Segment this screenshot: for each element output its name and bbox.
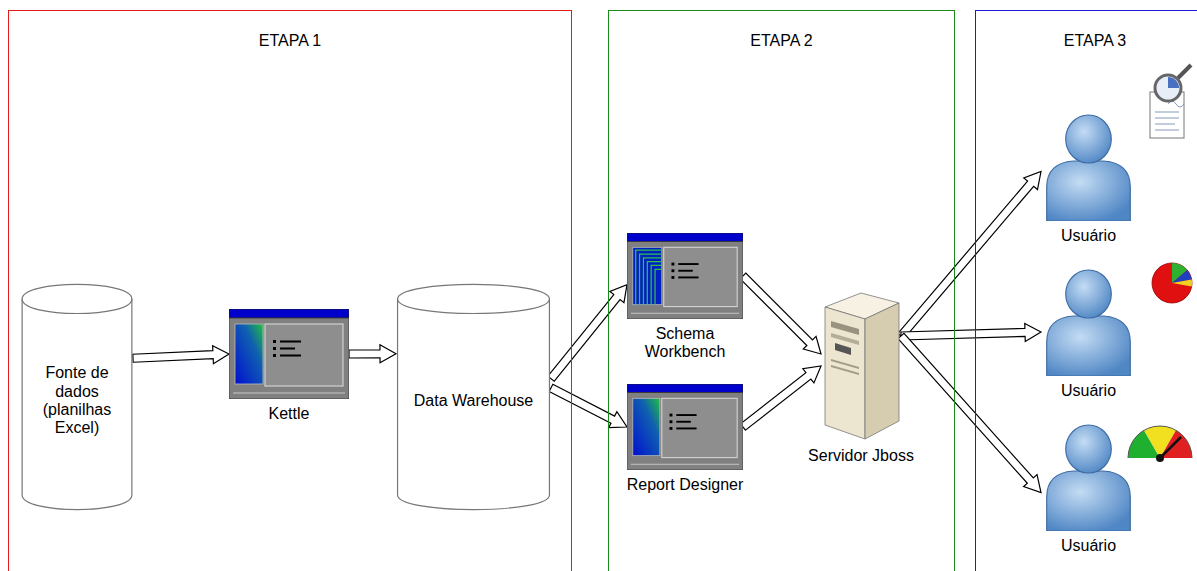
node-label: Data Warehouse [404, 305, 543, 497]
block-arrow [898, 333, 1041, 492]
node-label: Usuário [1034, 227, 1144, 245]
database-cylinder: Data Warehouse [396, 283, 551, 511]
tool-window: Kettle [229, 309, 349, 399]
node-label: Fonte de dados (planilhas Excel) [29, 305, 125, 497]
block-arrow [349, 345, 396, 363]
stage-panel: Schema WorkbenchReport DesignerServidor … [608, 10, 955, 571]
tool-window-outline [627, 233, 743, 319]
node-label: Report Designer [620, 476, 750, 494]
block-arrow [133, 346, 229, 364]
user-figure: Usuário [1041, 421, 1136, 531]
node-label: Schema Workbench [620, 325, 750, 362]
gauge-icon [1128, 426, 1192, 462]
stage-panel: UsuárioUsuárioUsuárioETAPA 3 [975, 10, 1197, 571]
pie-chart-icon [1152, 263, 1192, 303]
user-figure: Usuário [1041, 266, 1136, 376]
block-arrow [740, 273, 821, 354]
server-tower: Servidor Jboss [821, 291, 901, 441]
block-arrow [548, 285, 627, 382]
node-label: Usuário [1034, 537, 1144, 555]
tool-window-outline [627, 384, 743, 470]
block-arrow [901, 323, 1041, 341]
stage-title: ETAPA 2 [609, 32, 954, 50]
server-tower-outline [821, 291, 901, 441]
user-figure-outline [1041, 266, 1136, 376]
block-arrow [741, 366, 821, 430]
user-figure-outline [1041, 421, 1136, 531]
stage-title: ETAPA 1 [9, 32, 571, 50]
user-figure: Usuário [1041, 111, 1136, 221]
tool-window: Schema Workbench [627, 233, 743, 319]
block-arrow [549, 384, 627, 427]
stage-title: ETAPA 3 [976, 32, 1197, 50]
tool-window: Report Designer [627, 384, 743, 470]
report-icon [1150, 65, 1191, 138]
block-arrow [898, 172, 1041, 339]
user-figure-outline [1041, 111, 1136, 221]
node-label: Kettle [224, 405, 354, 423]
database-cylinder: Fonte de dados (planilhas Excel) [21, 283, 133, 511]
stage-panel: Fonte de dados (planilhas Excel) Kettle Da… [8, 10, 572, 571]
node-label: Usuário [1034, 382, 1144, 400]
tool-window-outline [229, 309, 349, 399]
node-label: Servidor Jboss [806, 447, 916, 465]
